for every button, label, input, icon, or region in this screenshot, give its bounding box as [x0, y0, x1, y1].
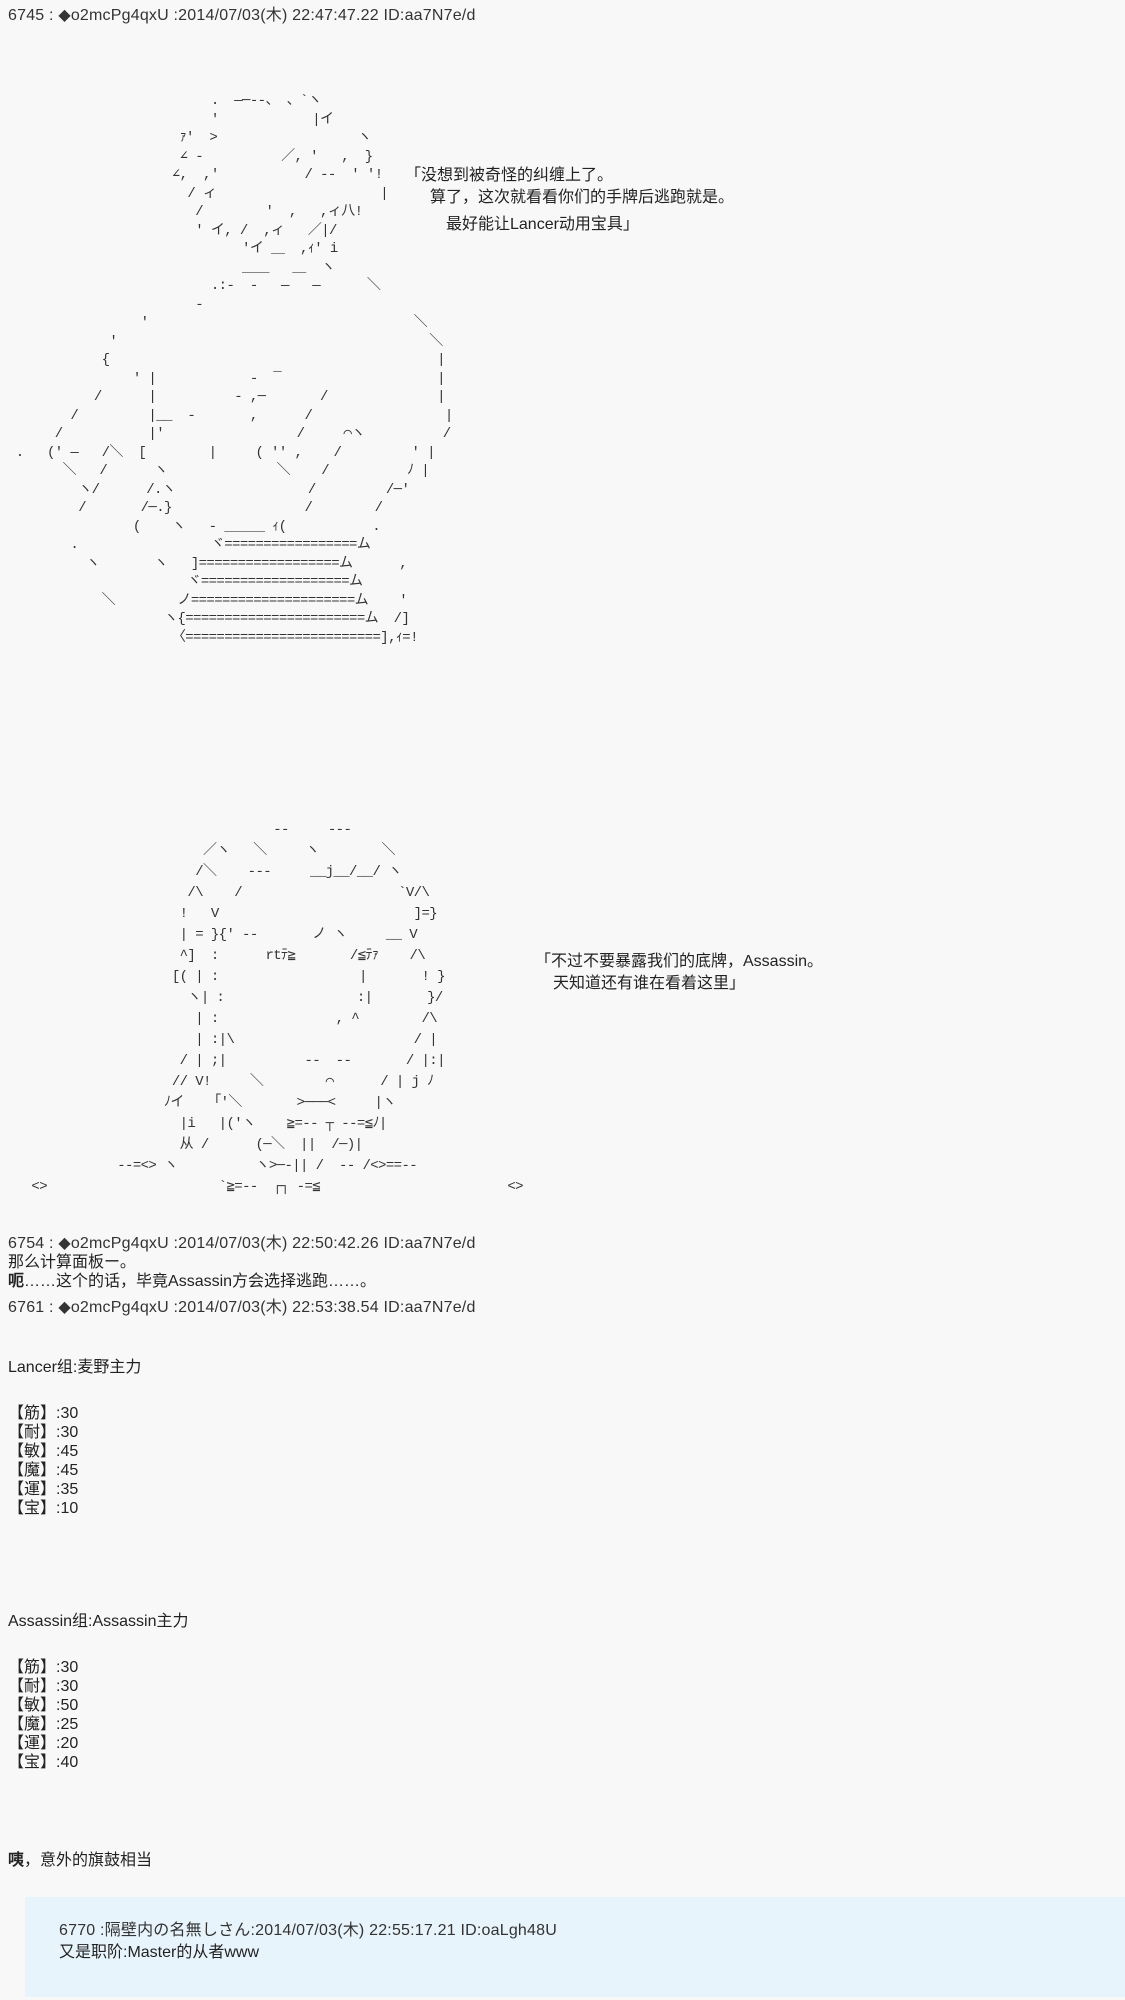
closing-line: 咦，意外的旗鼓相当 — [8, 1851, 152, 1870]
reply-header: 6770 :隔壁内の名無しさん:2014/07/03(木) 22:55:17.2… — [59, 1922, 557, 1939]
stat: 【魔】:25 — [8, 1716, 79, 1733]
post-header: 6761 : ◆o2mcPg4qxU :2014/07/03(木) 22:53:… — [8, 1299, 476, 1316]
bold-prefix: 呃 — [8, 1273, 25, 1290]
line-text: ……这个的话，毕竟Assassin方会选择逃跑……。 — [24, 1273, 377, 1290]
speech-line: 「没想到被奇怪的纠缠上了。 — [405, 167, 614, 184]
stat: 【耐】:30 — [8, 1424, 79, 1441]
post-header: 6745 : ◆o2mcPg4qxU :2014/07/03(木) 22:47:… — [8, 7, 476, 24]
stat: 【敏】:45 — [8, 1443, 79, 1460]
stat: 【運】:20 — [8, 1735, 79, 1752]
post-line: 呃……这个的话，毕竟Assassin方会选择逃跑……。 — [8, 1272, 376, 1291]
group-title: Lancer组:麦野主力 — [8, 1359, 142, 1376]
stat: 【耐】:30 — [8, 1678, 79, 1695]
reply-text: 又是职阶:Master的从者www — [59, 1944, 260, 1961]
post-line: 那么计算面板ー。 — [8, 1254, 136, 1271]
stat: 【筋】:30 — [8, 1405, 79, 1422]
speech-line: 最好能让Lancer动用宝具」 — [446, 216, 639, 233]
post-header: 6754 : ◆o2mcPg4qxU :2014/07/03(木) 22:50:… — [8, 1235, 476, 1252]
reply-box: 6770 :隔壁内の名無しさん:2014/07/03(木) 22:55:17.2… — [25, 1897, 1125, 1997]
group-title: Assassin组:Assassin主力 — [8, 1613, 189, 1630]
stat: 【宝】:10 — [8, 1500, 79, 1517]
speech-line: 天知道还有谁在看着这里」 — [553, 975, 746, 992]
stat: 【魔】:45 — [8, 1462, 79, 1479]
speech-line: 「不过不要暴露我们的底牌，Assassin。 — [535, 953, 824, 970]
stat: 【筋】:30 — [8, 1659, 79, 1676]
line-text: ，意外的旗鼓相当 — [24, 1852, 153, 1869]
speech-line: 算了，这次就看看你们的手牌后逃跑就是。 — [430, 189, 735, 206]
stat: 【宝】:40 — [8, 1754, 79, 1771]
bold-prefix: 咦 — [8, 1852, 25, 1869]
ascii-art-figure-2: -‐ --‐ ／ヽ ＼ ヽ ＼ /＼ ‐-- __j__/__/ ヽ /\ / … — [31, 822, 523, 1195]
ascii-art-figure-1: . ―─‐-、 、`ヽ ' |イ ｧ' > ヽ ∠ - ／, ' , } ∠, … — [15, 93, 453, 646]
stat: 【運】:35 — [8, 1481, 79, 1498]
stat: 【敏】:50 — [8, 1697, 79, 1714]
